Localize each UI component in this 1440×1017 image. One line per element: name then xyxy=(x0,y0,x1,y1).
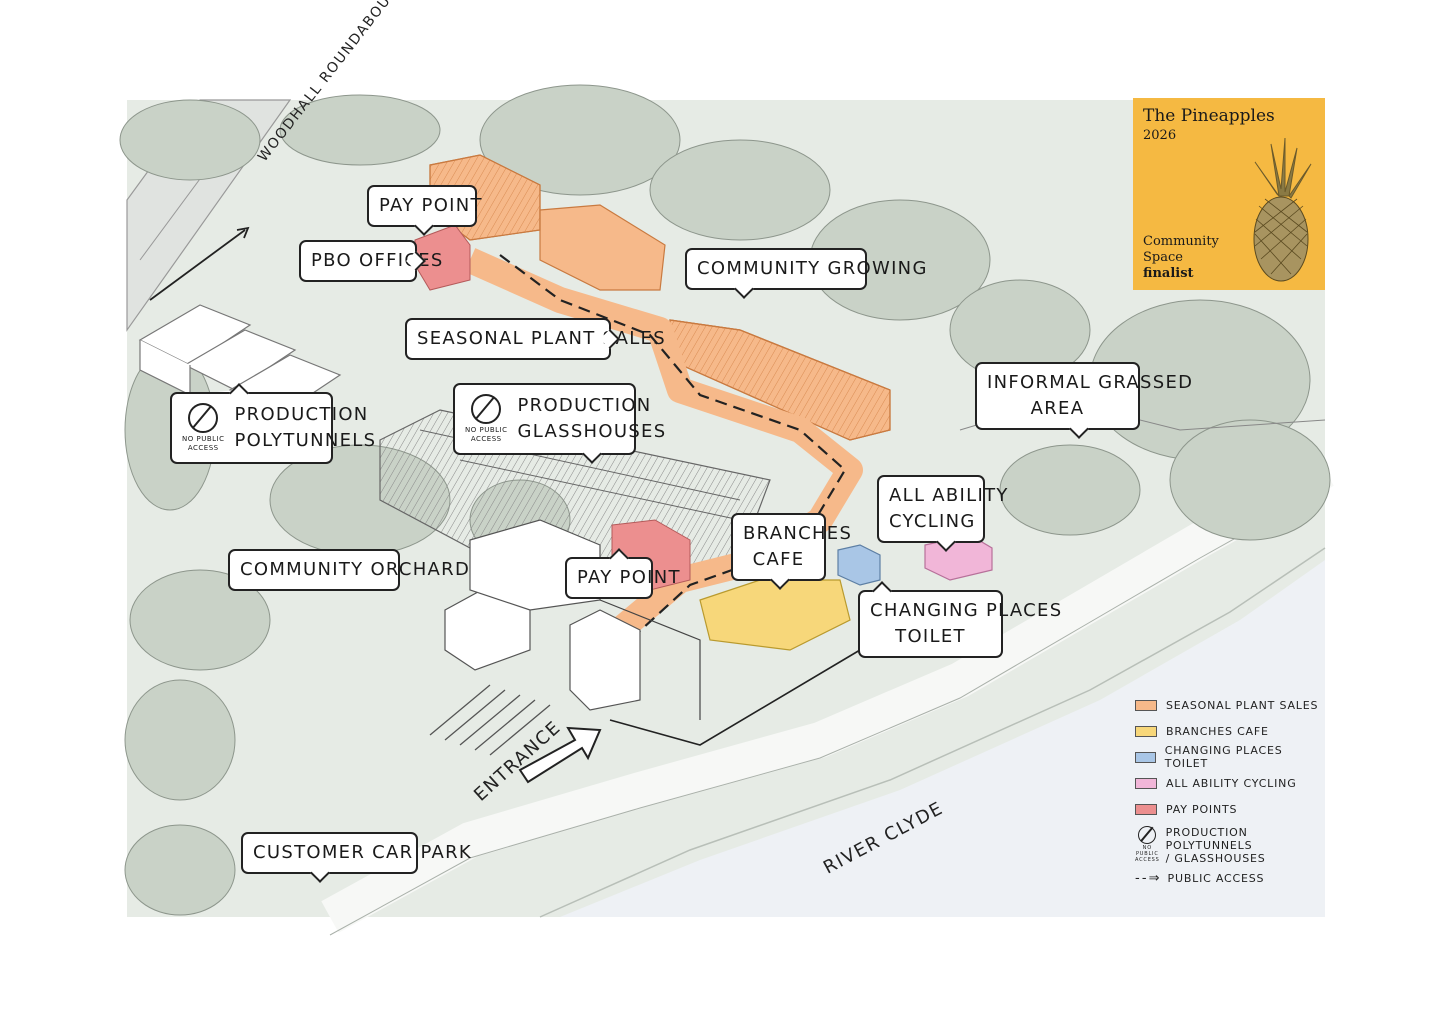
badge-line3: finalist xyxy=(1143,266,1194,281)
badge-year: 2026 xyxy=(1143,128,1177,143)
map-legend: SEASONAL PLANT SALES BRANCHES CAFE CHANG… xyxy=(1135,692,1320,891)
legend-swatch xyxy=(1135,751,1156,763)
legend-item-cafe: BRANCHES CAFE xyxy=(1135,718,1320,744)
pineapple-icon xyxy=(1253,137,1312,282)
callout-seasonal-plant-sales: SEASONAL PLANT SALES xyxy=(405,318,665,360)
car-park-bays xyxy=(429,684,551,756)
legend-item-public-access: - - ⇒ PUBLIC ACCESS xyxy=(1135,870,1265,886)
dashed-arrow-icon: - - ⇒ xyxy=(1135,870,1160,886)
legend-swatch xyxy=(1135,699,1157,711)
public-access-route xyxy=(499,254,847,641)
callout-pbo-offices: PBO OFFICES xyxy=(299,240,442,282)
badge-title: The Pineapples xyxy=(1143,106,1275,126)
tree-belts xyxy=(119,84,1331,916)
callout-community-growing: COMMUNITY GROWING xyxy=(685,248,926,299)
legend-item-toilet: CHANGING PLACES TOILET xyxy=(1135,744,1320,770)
public-path xyxy=(464,248,863,640)
road-arrow xyxy=(149,229,246,301)
river-path-edge xyxy=(329,487,1326,936)
callout-customer-car-park: CUSTOMER CAR PARK xyxy=(241,832,471,883)
legend-swatch xyxy=(1135,725,1157,737)
callout-community-orchard: COMMUNITY ORCHARD xyxy=(228,549,469,591)
polytunnels xyxy=(138,304,342,422)
changing-places-building xyxy=(837,544,881,586)
site-fence xyxy=(609,649,861,746)
badge-line2: Space xyxy=(1143,250,1183,265)
entrance-arrow xyxy=(518,726,602,784)
legend-item-plant-sales: SEASONAL PLANT SALES xyxy=(1135,692,1320,718)
callout-pay-point-top: PAY POINT xyxy=(367,185,482,236)
pineapples-award-badge: The Pineapples 2026 Community Space fina… xyxy=(1133,98,1325,290)
river-bank xyxy=(539,547,1326,918)
river-clyde xyxy=(560,560,1325,917)
legend-item-pay-points: PAY POINTS xyxy=(1135,796,1320,822)
callout-pay-point-lower: PAY POINT xyxy=(565,548,680,599)
legend-item-cycling: ALL ABILITY CYCLING xyxy=(1135,770,1320,796)
legend-swatch xyxy=(1135,803,1157,815)
legend-swatch xyxy=(1135,777,1157,789)
badge-line1: Community xyxy=(1143,234,1219,249)
river-path xyxy=(321,454,1334,933)
